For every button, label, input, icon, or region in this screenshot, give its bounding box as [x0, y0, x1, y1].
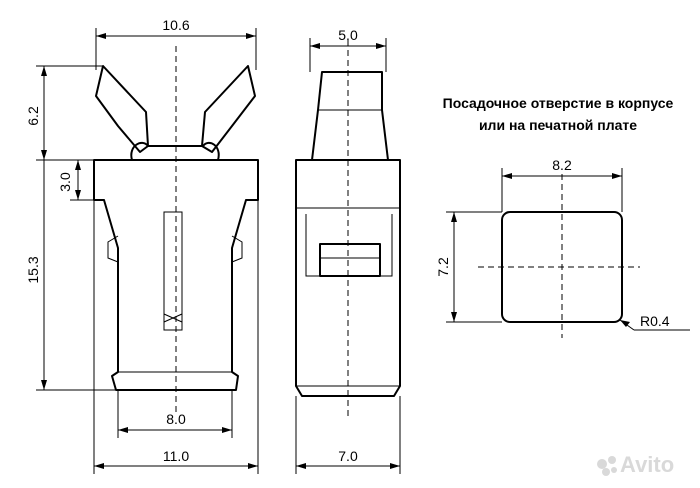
dim-plunger-width: 5.0: [338, 27, 358, 43]
cutout-view: Посадочное отверстие в корпусе или на пе…: [435, 95, 690, 338]
dim-top-width: 10.6: [162, 17, 189, 33]
avito-watermark: Avito: [597, 452, 674, 477]
dim-inner-width: 8.0: [166, 411, 186, 427]
cutout-title-line2: или на печатной плате: [479, 117, 637, 133]
slot: [163, 211, 183, 331]
dim-bottom-width: 11.0: [163, 448, 189, 464]
dim-upper-height: 6.2: [25, 106, 41, 126]
front-view: 10.6 6.2 3.0 15.3 8.0 11.0: [25, 17, 259, 474]
watermark-logo-icon: [597, 459, 607, 469]
side-view: 5.0 7.0: [295, 27, 401, 474]
dim-body-height: 15.3: [25, 256, 41, 283]
cutout-title-line1: Посадочное отверстие в корпусе: [443, 95, 674, 111]
right-latch-tab: [231, 235, 243, 263]
plunger: [311, 71, 389, 161]
dim-side-bottom-width: 7.0: [338, 448, 358, 464]
dim-flange-height: 3.0: [57, 172, 73, 192]
cutout-dim-width: 8.2: [552, 157, 572, 173]
body-outline: [93, 159, 259, 391]
right-spring-clip: [201, 65, 256, 153]
watermark-text: Avito: [620, 452, 674, 477]
left-latch-tab: [107, 235, 119, 263]
cutout-dim-radius: R0.4: [640, 313, 670, 329]
cutout-dim-height: 7.2: [435, 257, 451, 277]
clip-hook: [130, 141, 220, 161]
left-spring-clip: [95, 65, 149, 153]
